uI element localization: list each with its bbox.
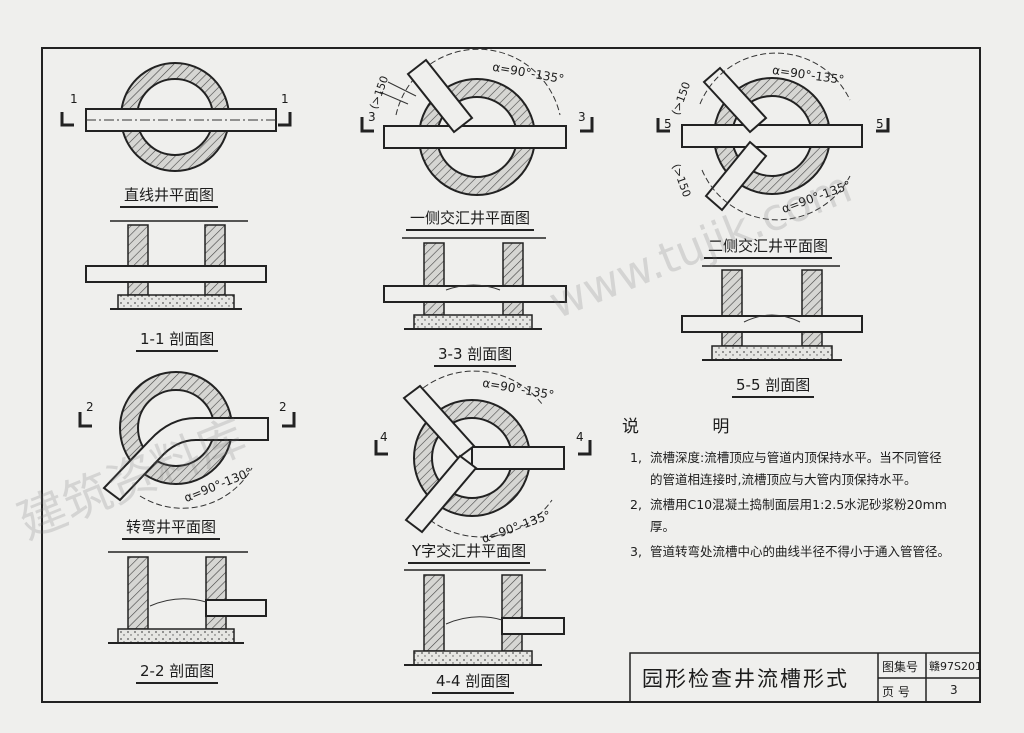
cut-mark-2-left: 2 <box>86 400 94 414</box>
atlas-label: 图集号 <box>882 660 919 674</box>
section-2-2-drawing <box>108 551 267 644</box>
cut-mark-4-right: 4 <box>576 430 584 444</box>
page-number: 3 <box>950 683 958 697</box>
sheet-border <box>41 47 981 703</box>
cut-mark-3-right: 3 <box>578 110 586 124</box>
cut-mark-2-right: 2 <box>279 400 287 414</box>
note-text: 管道转弯处流槽中心的曲线半径不得小于通入管管径。 <box>650 544 951 559</box>
note-text: 流槽深度:流槽顶应与管道内顶保持水平。当不同管径的管道相连接时,流槽顶应与大管内… <box>650 450 942 487</box>
caption-section-5-5: 5-5 剖面图 <box>732 374 815 398</box>
straight-well-plan <box>60 62 292 172</box>
section-4-4-drawing <box>404 569 565 666</box>
note-text: 流槽用C10混凝土捣制面层用1:2.5水泥砂浆粉20mm厚。 <box>650 497 947 534</box>
note-number: 1, <box>630 450 642 465</box>
cut-mark-1-left: 1 <box>70 92 78 106</box>
drawing-title: 园形检查井流槽形式 <box>642 667 849 691</box>
caption-section-3-3: 3-3 剖面图 <box>434 343 517 367</box>
caption-straight-plan: 直线井平面图 <box>120 184 219 208</box>
caption-section-1-1: 1-1 剖面图 <box>136 328 219 352</box>
note-item: 2, 流槽用C10混凝土捣制面层用1:2.5水泥砂浆粉20mm厚。 <box>622 494 952 538</box>
y-junction-plan <box>374 370 592 538</box>
cut-mark-3-left: 3 <box>368 110 376 124</box>
note-item: 1, 流槽深度:流槽顶应与管道内顶保持水平。当不同管径的管道相连接时,流槽顶应与… <box>622 447 952 491</box>
turn-well-plan <box>78 371 296 509</box>
section-1-1-drawing <box>85 220 267 310</box>
notes-title: 说 明 <box>622 417 764 437</box>
caption-one-side-plan: 一侧交汇井平面图 <box>406 207 535 231</box>
title-block: 园形检查井流槽形式 <box>630 653 976 700</box>
cut-mark-5-right: 5 <box>876 117 884 131</box>
page-label: 页 号 <box>882 685 910 699</box>
section-3-3-drawing <box>383 237 567 330</box>
note-item: 3, 管道转弯处流槽中心的曲线半径不得小于通入管管径。 <box>622 541 952 563</box>
caption-turn-plan: 转弯井平面图 <box>122 516 221 540</box>
cut-mark-1-right: 1 <box>281 92 289 106</box>
section-5-5-drawing <box>681 265 863 361</box>
cut-mark-5-left: 5 <box>664 117 672 131</box>
caption-section-4-4: 4-4 剖面图 <box>432 670 515 694</box>
notes-panel: 说 明 1, 流槽深度:流槽顶应与管道内顶保持水平。当不同管径的管道相连接时,流… <box>622 412 952 566</box>
cut-mark-4-left: 4 <box>380 430 388 444</box>
caption-section-2-2: 2-2 剖面图 <box>136 660 219 684</box>
caption-two-side-plan: 二侧交汇井平面图 <box>704 235 833 259</box>
one-side-junction-plan <box>360 48 594 196</box>
note-number: 3, <box>630 544 642 559</box>
caption-y-plan: Y字交汇井平面图 <box>408 540 531 564</box>
two-side-junction-plan <box>656 52 890 221</box>
atlas-code: 赣97S201 <box>929 660 982 673</box>
note-number: 2, <box>630 497 642 512</box>
title-block-frame <box>629 652 981 703</box>
